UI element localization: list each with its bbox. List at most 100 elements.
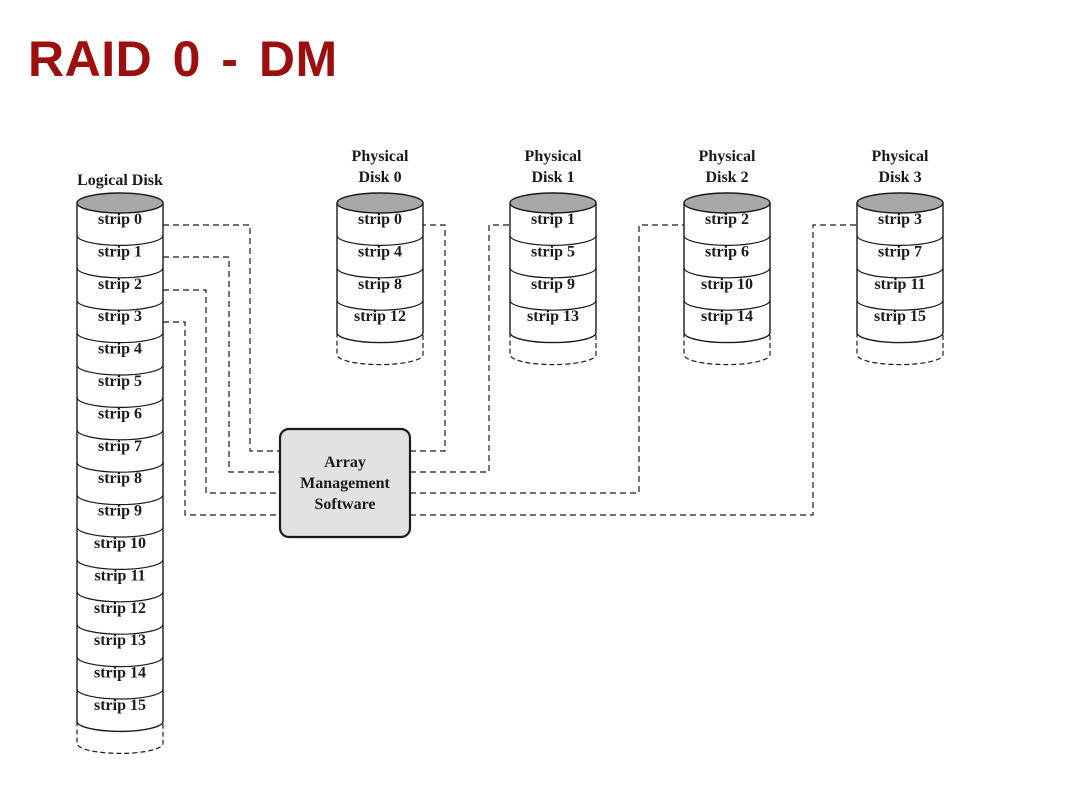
disk-continuation [509,332,597,366]
strip-label: strip 8 [98,470,142,487]
connector-line [163,224,280,452]
disk-top [76,192,164,214]
disk-top [856,192,944,214]
strip-label: strip 11 [94,567,145,584]
strip-divider [856,235,944,246]
array-box-label: Array [324,454,366,471]
logical-disk: strip 0 strip 1 strip 2 strip 3 strip 4 strip… [76,172,164,754]
strip-divider [509,300,597,311]
strip-divider [76,235,164,246]
strip-label: strip 10 [701,276,753,293]
strip-divider [76,429,164,441]
array-box-rect [278,427,412,539]
strip-label: strip 7 [98,438,142,455]
strip-label: strip 12 [354,308,406,325]
strip-divider [683,300,771,311]
disk-label: Physical [525,148,582,165]
strip-label: strip 12 [94,600,146,617]
disk-continuation [76,721,164,754]
strip-divider [76,624,164,635]
disk-label: Disk 1 [531,169,574,186]
strip-divider [336,267,424,279]
strip-label: strip 0 [98,211,142,228]
disk-body [856,203,944,344]
strip-divider [76,688,164,700]
strip-label: strip 9 [531,276,575,293]
strip-divider [336,235,424,246]
connector-line [410,224,446,452]
strip-label: strip 15 [94,697,146,714]
slide-title: RAID 0 - DM [28,31,338,87]
physical-disk-3: strip 3 strip 7 strip 11 strip 15 PhysicalDi… [856,148,944,366]
connector-line [163,256,280,473]
strip-divider [76,332,164,344]
disk-continuation [856,332,944,366]
connector-line [410,224,857,516]
strip-label: strip 4 [98,341,142,358]
disk-body [76,203,164,733]
disk-label: Logical Disk [77,172,163,189]
disk-top [683,192,771,214]
strip-divider [76,397,164,408]
strip-label: strip 5 [98,373,142,390]
disk-label: Disk 0 [358,169,401,186]
strip-divider [76,494,164,506]
strip-label: strip 3 [878,211,922,228]
strip-label: strip 13 [94,632,146,649]
strip-label: strip 0 [358,211,402,228]
strip-divider [509,235,597,246]
disk-continuation [683,332,771,366]
strip-label: strip 5 [531,243,575,260]
strip-label: strip 9 [98,503,142,520]
disk-label: Physical [699,148,756,165]
connector-line [163,321,280,516]
strip-divider [856,267,944,279]
strip-label: strip 1 [531,211,575,228]
strip-divider [509,267,597,279]
strip-label: strip 14 [94,665,146,682]
strip-divider [76,300,164,311]
strip-label: strip 6 [705,243,749,260]
disk-body [509,203,597,344]
strip-divider [76,462,164,473]
strip-label: strip 11 [874,276,925,293]
strip-label: strip 14 [701,308,753,325]
strip-label: strip 10 [94,535,146,552]
strip-label: strip 3 [98,308,142,325]
strip-divider [76,267,164,279]
strip-label: strip 4 [358,243,402,260]
disk-label: Physical [872,148,929,165]
connector-line [410,224,684,494]
strip-divider [683,235,771,246]
strip-divider [856,300,944,311]
physical-disk-0: strip 0 strip 4 strip 8 strip 12 PhysicalDis… [336,148,424,366]
strip-divider [76,559,164,570]
array-box-label: Management [300,475,390,492]
strip-divider [336,300,424,311]
array-box-label: Software [314,496,375,513]
disk-top [509,192,597,214]
strip-divider [76,591,164,603]
strip-divider [683,267,771,279]
disk-top [336,192,424,214]
disk-label: Disk 3 [878,169,921,186]
disk-continuation [336,332,424,366]
strip-label: strip 13 [527,308,579,325]
connector-line [410,224,510,473]
strip-divider [76,364,164,376]
strip-label: strip 2 [705,211,749,228]
strip-label: strip 15 [874,308,926,325]
strip-label: strip 2 [98,276,142,293]
connector-lines [163,224,857,516]
strip-label: strip 1 [98,243,142,260]
physical-disk-1: strip 1 strip 5 strip 9 strip 13 PhysicalDis… [509,148,597,366]
strip-label: strip 8 [358,276,402,293]
strip-label: strip 7 [878,243,922,260]
disk-body [336,203,424,344]
disk-label: Physical [352,148,409,165]
strip-divider [76,526,164,538]
